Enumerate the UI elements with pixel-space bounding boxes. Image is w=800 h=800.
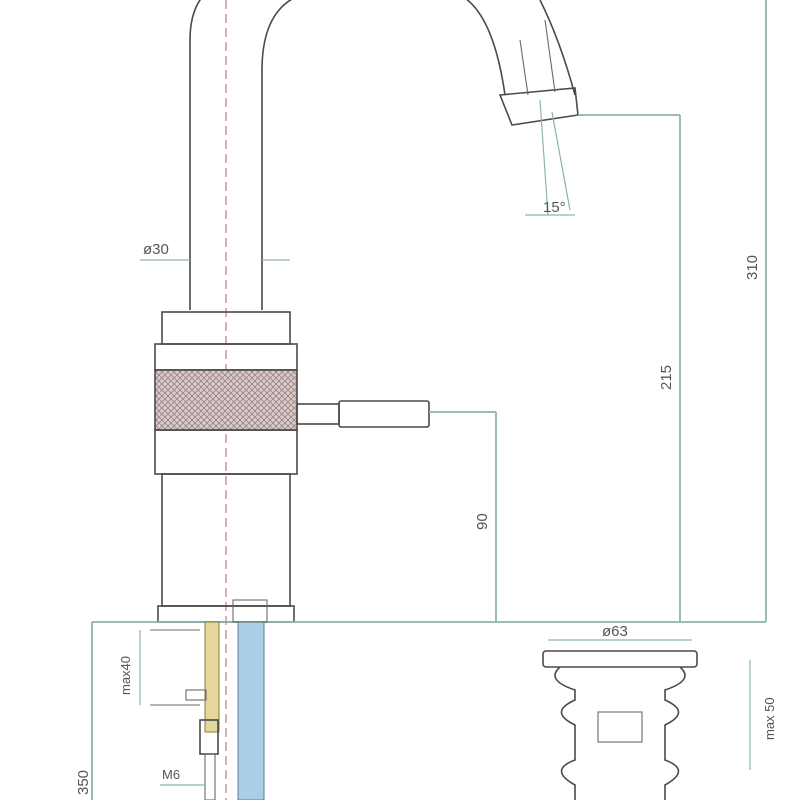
dim-outlet-angle: 15°: [543, 199, 566, 216]
flexible-hose: [237, 621, 265, 800]
aerator-outlet: [498, 87, 579, 126]
faucet-body: [154, 311, 298, 623]
pop-up-waste: [542, 639, 698, 800]
dim-lever-height: 90: [474, 513, 491, 530]
threaded-rod: [204, 621, 220, 733]
dim-base-diameter: ø63: [602, 623, 628, 640]
knurled-ring: [154, 369, 298, 431]
dim-waste-max-height: max 50: [762, 697, 777, 740]
under-counter-connections: [150, 599, 268, 800]
lever-handle: [296, 400, 430, 428]
dim-total-height: 310: [744, 255, 761, 280]
dim-spout-diameter: ø30: [143, 241, 169, 258]
dim-spout-outlet-height: 215: [658, 365, 675, 390]
spout: [189, 0, 579, 310]
dim-thread: M6: [162, 767, 180, 782]
dimension-lines: [139, 0, 767, 786]
dim-hose-length: 350: [75, 770, 92, 795]
dim-max-thickness: max40: [118, 656, 133, 695]
